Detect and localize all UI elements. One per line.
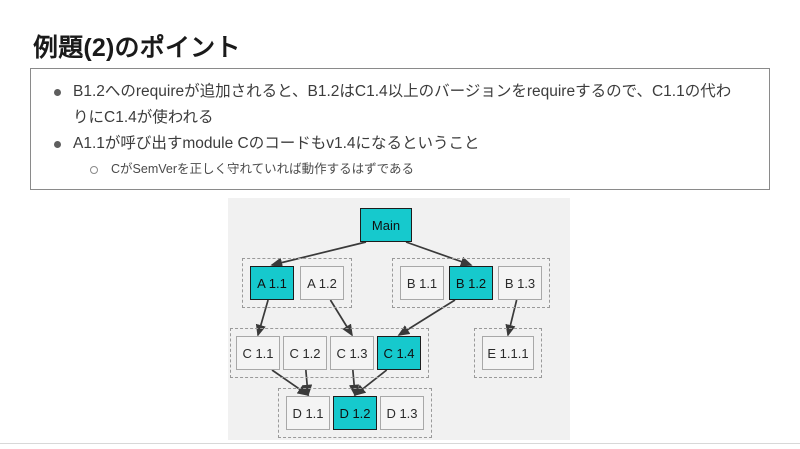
edge-b12-to-c14 [397,299,456,336]
diagram-node-c12[interactable]: C 1.2 [283,336,327,370]
diagram-node-label: D 1.1 [292,405,324,421]
diagram-node-label: C 1.4 [383,345,415,361]
edge-c12-to-d11 [302,369,313,397]
diagram-node-c14[interactable]: C 1.4 [377,336,421,370]
group-b [392,258,550,308]
diagram-node-a11[interactable]: A 1.1 [250,266,294,300]
sub-bullet-marker-icon [85,158,111,180]
diagram-node-d13[interactable]: D 1.3 [380,396,424,430]
diagram-node-main[interactable]: Main [360,208,412,242]
diagram-node-label: A 1.2 [307,275,337,291]
diagram-node-d11[interactable]: D 1.1 [286,396,330,430]
diagram-node-label: E 1.1.1 [487,345,529,361]
diagram-node-d12[interactable]: D 1.2 [333,396,377,430]
bullet-item: B1.2へのrequireが追加されると、B1.2はC1.4以上のバージョンをr… [45,79,757,131]
diagram-node-label: B 1.3 [504,275,536,291]
bottom-divider [0,443,800,444]
edge-b13-to-e111 [505,299,518,337]
diagram-edges-layer [255,241,518,397]
diagram-node-label: C 1.3 [336,345,368,361]
edge-main-to-a11 [270,241,367,268]
edge-a11-to-c11 [255,299,269,337]
diagram-node-b11[interactable]: B 1.1 [400,266,444,300]
diagram-node-label: D 1.3 [386,405,418,421]
diagram-node-label: B 1.1 [406,275,438,291]
bullet-marker-icon [45,79,73,105]
bullet-panel: B1.2へのrequireが追加されると、B1.2はC1.4以上のバージョンをr… [30,68,770,190]
diagram-node-b13[interactable]: B 1.3 [498,266,542,300]
edge-c11-to-d11 [271,369,310,396]
bullet-text: B1.2へのrequireが追加されると、B1.2はC1.4以上のバージョンをr… [73,83,732,126]
group-a [242,258,352,308]
bullet-text: A1.1が呼び出すmodule Cのコードもv1.4になるということ [73,135,480,152]
diagram-node-e111[interactable]: E 1.1.1 [482,336,534,370]
bullet-item: A1.1が呼び出すmodule Cのコードもv1.4になるということ [45,131,757,157]
diagram-node-label: B 1.2 [455,275,487,291]
edge-c14-to-d12 [353,369,388,397]
diagram-node-b12[interactable]: B 1.2 [449,266,493,300]
group-e [474,328,542,378]
dependency-graph-diagram: Main A 1.1 A 1.2 B 1.1 B 1.2 B 1.3 C 1.1 C 1.2 C… [228,198,570,440]
diagram-node-label: D 1.2 [339,405,371,421]
diagram-node-c13[interactable]: C 1.3 [330,336,374,370]
edge-main-to-b12 [405,241,473,267]
diagram-node-a12[interactable]: A 1.2 [300,266,344,300]
group-c [230,328,429,378]
diagram-node-label: C 1.1 [242,345,274,361]
diagram-node-label: Main [371,217,401,233]
sub-bullet-item: CがSemVerを正しく守れていれば動作するはずである [85,158,757,180]
bullet-marker-icon [45,131,73,157]
diagram-node-label: C 1.2 [289,345,321,361]
group-d [278,388,432,438]
page-title: 例題(2)のポイント [33,33,241,62]
sub-bullet-text: CがSemVerを正しく守れていれば動作するはずである [111,162,414,176]
edges-group [255,241,518,397]
diagram-node-label: A 1.1 [257,275,287,291]
diagram-node-c11[interactable]: C 1.1 [236,336,280,370]
edge-a12-to-c13 [329,299,353,337]
